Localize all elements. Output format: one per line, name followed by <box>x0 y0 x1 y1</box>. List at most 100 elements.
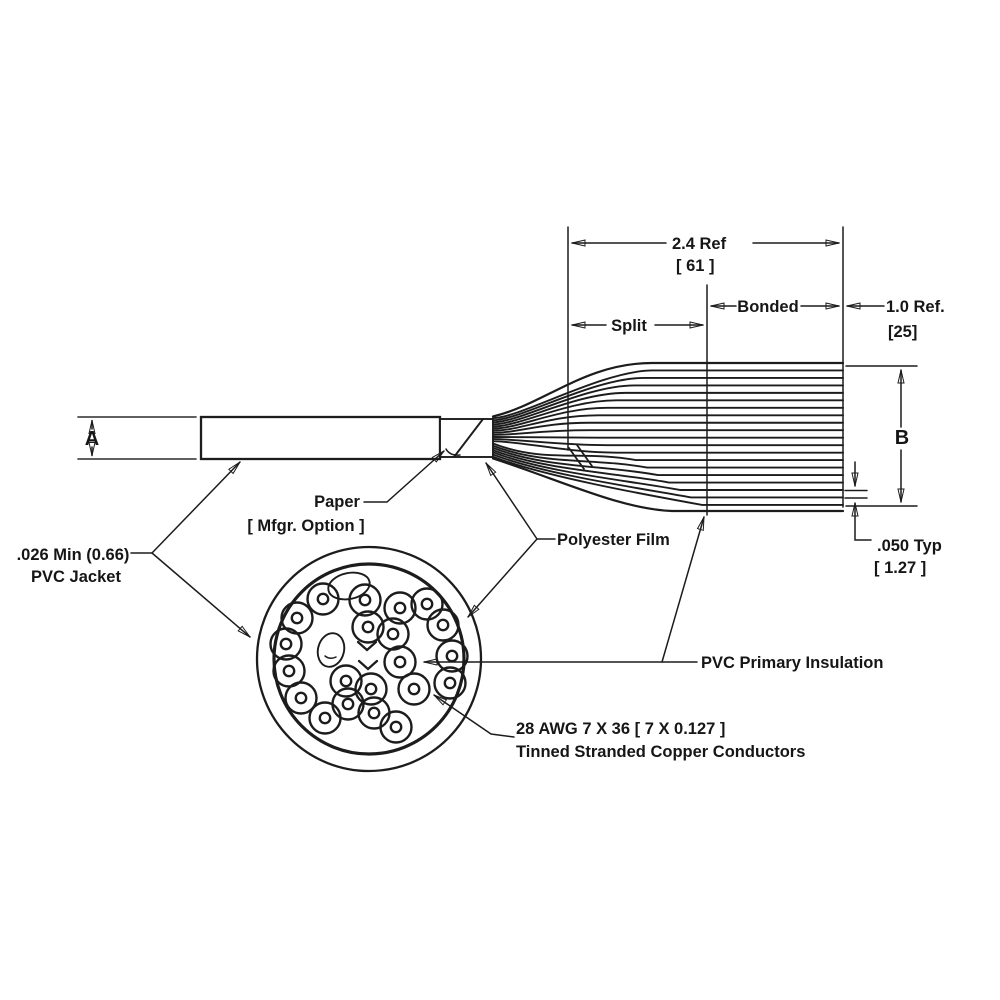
pvc-jacket-section <box>199 415 442 461</box>
label-paper: Paper [ Mfgr. Option ] <box>247 450 445 535</box>
conductor-label-line2: Tinned Stranded Copper Conductors <box>516 743 805 761</box>
dim-b-label: B <box>895 427 909 449</box>
ribbon-conductor-line <box>492 369 844 420</box>
dimension-a: A <box>85 419 99 457</box>
paper-wrap-outline <box>439 418 494 458</box>
film-fold <box>327 571 371 601</box>
conductor-core <box>358 593 372 607</box>
ribbon-conductor-line <box>492 421 844 434</box>
conductor <box>433 666 467 700</box>
leader-line <box>363 450 445 503</box>
conductor <box>284 681 318 715</box>
jacket-outline <box>199 415 442 461</box>
paper-label-line2: [ Mfgr. Option ] <box>247 517 364 535</box>
conductor-core <box>282 664 296 678</box>
film-fold-tick <box>324 655 337 660</box>
ribbon-conductor-line <box>492 429 844 436</box>
conductor <box>269 627 303 661</box>
cross-section <box>255 545 483 773</box>
conductor-core <box>445 649 459 663</box>
conductor-core <box>367 706 381 720</box>
polyester-film-label: Polyester Film <box>557 531 670 549</box>
round-cable-segment <box>77 416 197 460</box>
leader-arrow-jacket <box>151 461 241 554</box>
conductor <box>306 582 340 616</box>
conductor-insulation <box>426 608 460 642</box>
conductor-insulation <box>397 672 431 706</box>
split-bundle-conductor <box>492 451 844 491</box>
ribbon-conductor-line <box>492 391 844 426</box>
dim-pitch-metric: [ 1.27 ] <box>874 559 926 577</box>
conductor-label-line1: 28 AWG 7 X 36 [ 7 X 0.127 ] <box>516 720 725 738</box>
dim-a-label: A <box>85 428 99 450</box>
conductor-insulation <box>306 582 340 616</box>
jacket-label-line1: .026 Min (0.66) <box>17 546 130 564</box>
polyester-film-ring <box>272 562 466 756</box>
conductor-insulation <box>354 672 388 706</box>
split-bundle-conductor <box>492 442 844 462</box>
conductor-core <box>294 691 308 705</box>
ribbon-conductor-line <box>492 406 844 430</box>
dimension-overall: 2.4 Ref [ 61 ] <box>571 235 840 275</box>
paper-wrap-seam <box>453 418 484 458</box>
ribbon-cable <box>491 361 845 513</box>
split-bundle-conductor <box>492 446 844 476</box>
conductor-core <box>393 655 407 669</box>
conductor-core <box>389 720 403 734</box>
conductor <box>383 591 417 625</box>
conductor-insulation <box>383 645 417 679</box>
conductor-core <box>407 682 421 696</box>
conductor-core <box>279 637 293 651</box>
label-pvc-primary: PVC Primary Insulation <box>423 516 883 672</box>
dim-overall-value: 2.4 Ref <box>672 235 727 253</box>
extension-lines <box>567 226 844 516</box>
conductor-core <box>443 676 457 690</box>
paper-wrap <box>439 418 494 458</box>
dimension-bonded: Bonded <box>710 298 840 316</box>
leader-line <box>433 694 515 738</box>
dimension-pitch: .050 Typ [ 1.27 ] <box>844 461 942 577</box>
conductor-core <box>316 592 330 606</box>
conductor-insulation <box>435 639 469 673</box>
ribbon-top-edge <box>491 361 845 418</box>
pitch-arrow-up-leader <box>851 502 872 541</box>
conductor-core <box>364 682 378 696</box>
dimension-b: B <box>845 365 918 507</box>
dim-split-label: Split <box>611 317 647 335</box>
split-break-mark <box>568 447 585 470</box>
conductor <box>379 710 413 744</box>
conductor <box>331 687 365 721</box>
split-bundle-conductor <box>492 453 844 499</box>
conductor-core <box>420 597 434 611</box>
conductor-insulation <box>433 666 467 700</box>
conductor <box>435 639 469 673</box>
conductor-core <box>386 627 400 641</box>
ribbon-conductor-line <box>492 438 844 447</box>
conductor <box>397 672 431 706</box>
conductor <box>410 587 444 621</box>
conductor <box>383 645 417 679</box>
cable-outline <box>77 416 197 460</box>
conductor-core <box>341 697 355 711</box>
dim-bonded-length-metric: [25] <box>888 323 917 341</box>
conductor-insulation <box>284 681 318 715</box>
split-bundle-conductor <box>492 449 844 484</box>
dim-bonded-label: Bonded <box>737 298 798 316</box>
dimension-bonded-length: 1.0 Ref. [25] <box>846 298 945 341</box>
pvc-primary-label: PVC Primary Insulation <box>701 654 883 672</box>
split-break-mark <box>576 444 593 467</box>
ribbon-conductor-line <box>492 376 844 422</box>
ribbon-conductor-line <box>492 436 844 439</box>
conductor-core <box>290 611 304 625</box>
conductor-insulation <box>331 687 365 721</box>
ribbon-conductor-line <box>492 414 844 432</box>
conductor-insulation <box>376 617 410 651</box>
conductor-insulation <box>329 664 363 698</box>
label-polyester-film: Polyester Film <box>467 462 670 618</box>
conductor <box>351 610 385 644</box>
conductor-core <box>318 711 332 725</box>
label-pvc-jacket: .026 Min (0.66) PVC Jacket <box>17 461 251 638</box>
ribbon-conductor-line <box>492 440 844 454</box>
conductor <box>426 608 460 642</box>
